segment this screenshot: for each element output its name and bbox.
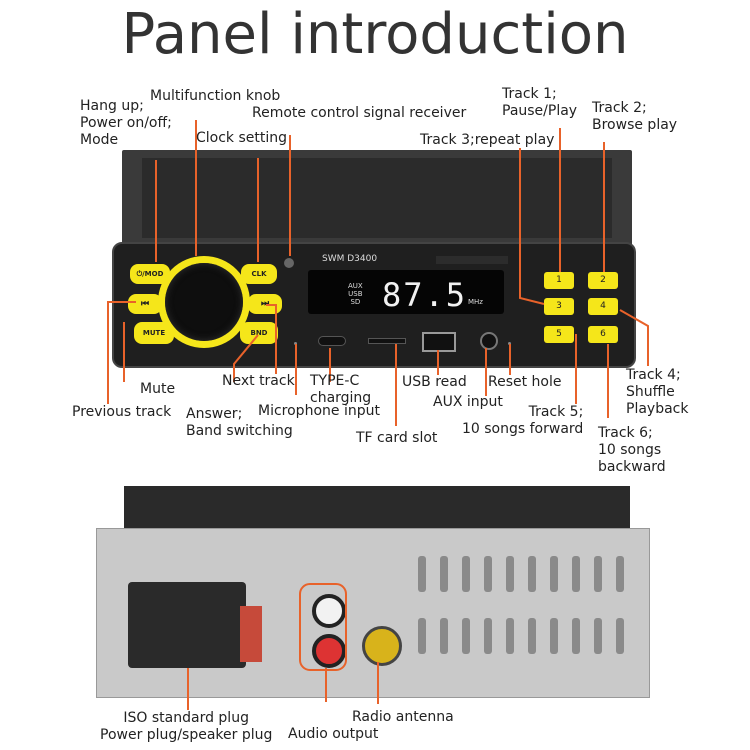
label-mute: Mute: [140, 381, 176, 397]
antenna-jack: [362, 626, 402, 666]
clk-button[interactable]: CLK: [241, 264, 277, 284]
mod-button[interactable]: ⏻/MOD: [130, 264, 170, 284]
label-tf-card: TF card slot: [356, 430, 438, 446]
vent-slot: [572, 618, 580, 654]
display-modes: AUX USB SD: [348, 282, 363, 306]
track-1-button[interactable]: 1: [544, 272, 574, 289]
track-3-button[interactable]: 3: [544, 298, 574, 315]
radio-bracket-top: [142, 158, 612, 238]
ir-receiver: [284, 258, 294, 268]
aux-jack[interactable]: [480, 332, 498, 350]
vent-slot: [418, 556, 426, 592]
vent-slot: [440, 556, 448, 592]
back-top-bracket: [124, 486, 630, 528]
tf-card-slot[interactable]: [368, 338, 406, 344]
label-hang-up: Hang up; Power on/off; Mode: [80, 98, 172, 148]
bnd-button[interactable]: BND: [240, 322, 278, 344]
vent-slot: [550, 556, 558, 592]
track-4-button[interactable]: 4: [588, 298, 618, 315]
display-frequency: 87.5: [382, 276, 468, 314]
reset-hole[interactable]: [508, 342, 511, 345]
vent-slot: [572, 556, 580, 592]
vent-slot: [506, 618, 514, 654]
label-iso: ISO standard plug Power plug/speaker plu…: [100, 710, 273, 743]
vent-slot: [616, 556, 624, 592]
vent-slot: [528, 618, 536, 654]
label-aux-input: AUX input: [433, 394, 503, 410]
rca-white-jack: [312, 594, 346, 628]
vent-slot: [594, 618, 602, 654]
label-type-c: TYPE-C charging: [310, 373, 372, 406]
label-track1: Track 1; Pause/Play: [502, 86, 578, 119]
vent-slot: [484, 618, 492, 654]
iso-red-plug: [240, 606, 262, 662]
display-bezel-slot: [436, 256, 508, 264]
track-2-button[interactable]: 2: [588, 272, 618, 289]
display-unit: MHz: [468, 298, 483, 306]
lcd-display: [308, 270, 504, 314]
vent-slot: [462, 556, 470, 592]
type-c-port[interactable]: [318, 336, 346, 346]
vent-slot: [528, 556, 536, 592]
label-remote-receiver: Remote control signal receiver: [252, 105, 467, 121]
vent-slot: [462, 618, 470, 654]
vent-slot: [418, 618, 426, 654]
label-track4: Track 4; Shuffle Playback: [626, 367, 689, 417]
label-audio-output: Audio output: [288, 726, 379, 742]
track-5-button[interactable]: 5: [544, 326, 574, 343]
rca-red-jack: [312, 634, 346, 668]
label-next-track: Next track: [222, 373, 295, 389]
multifunction-knob[interactable]: [165, 263, 243, 341]
label-track3: Track 3;repeat play: [420, 132, 555, 148]
vent-slot: [550, 618, 558, 654]
vent-slot: [594, 556, 602, 592]
label-usb-read: USB read: [402, 374, 467, 390]
label-track2: Track 2; Browse play: [592, 100, 678, 133]
iso-connector: [128, 582, 246, 668]
mute-button[interactable]: MUTE: [134, 322, 174, 344]
vent-slot: [440, 618, 448, 654]
vent-slot: [506, 556, 514, 592]
brand-label: SWM D3400: [322, 254, 378, 264]
label-reset-hole: Reset hole: [488, 374, 562, 390]
label-clock-setting: Clock setting: [196, 130, 288, 146]
label-track5: Track 5; 10 songs forward: [462, 404, 584, 437]
track-6-button[interactable]: 6: [588, 326, 618, 343]
vent-slot: [484, 556, 492, 592]
microphone-hole: [294, 342, 297, 345]
label-radio-antenna: Radio antenna: [352, 709, 454, 725]
label-microphone: Microphone input: [258, 403, 380, 419]
label-multifunction-knob: Multifunction knob: [150, 88, 281, 104]
page-title: Panel introduction: [121, 2, 629, 67]
label-answer: Answer; Band switching: [186, 406, 293, 439]
label-track6: Track 6; 10 songs backward: [598, 425, 666, 475]
vent-slot: [616, 618, 624, 654]
next-button[interactable]: ⏭: [248, 294, 282, 314]
label-previous-track: Previous track: [72, 404, 172, 420]
prev-button[interactable]: ⏮: [128, 294, 162, 314]
